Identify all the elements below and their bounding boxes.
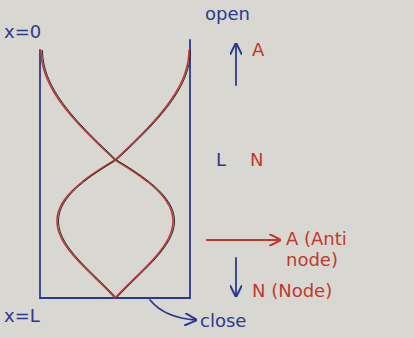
tube-outline (40, 40, 190, 298)
length-label: L (216, 150, 226, 171)
arrow-right (206, 239, 280, 241)
leader-line (150, 300, 196, 320)
position-label: x=L (4, 306, 40, 327)
position-label: x=0 (4, 22, 41, 43)
arrow-up (235, 44, 237, 85)
wave-curve (43, 50, 175, 298)
antinode-label: A (252, 40, 264, 61)
arrow-down (235, 258, 237, 296)
wave-curve (59, 50, 191, 298)
antinode-note: A (Anti node) (286, 229, 398, 270)
node-label: N (250, 150, 263, 171)
end-label: open (205, 4, 250, 25)
node-note: N (Node) (252, 281, 332, 302)
end-label: close (200, 311, 246, 332)
wave-curve (57, 50, 189, 298)
